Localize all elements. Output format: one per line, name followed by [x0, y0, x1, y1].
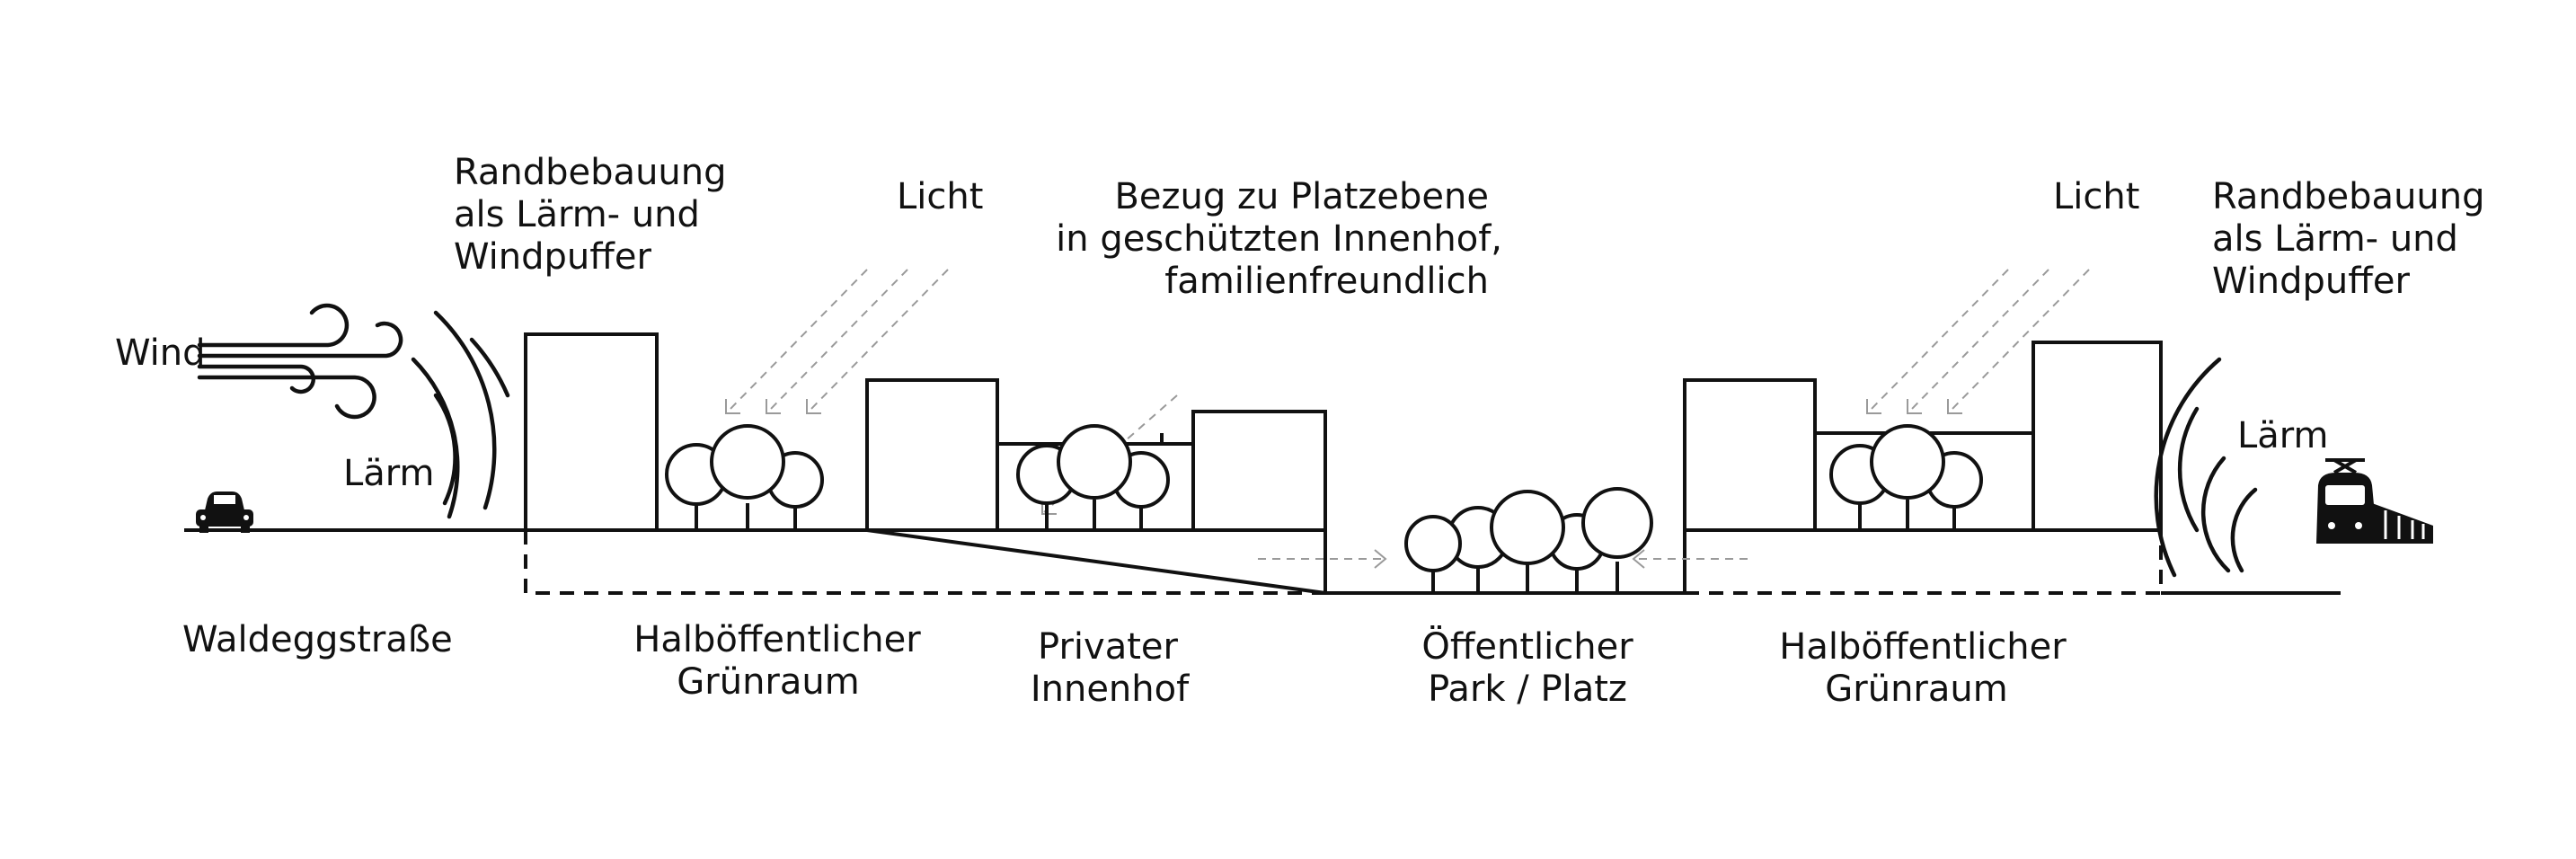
building-courtyard-left: [865, 378, 999, 532]
building-courtyard-right: [1191, 410, 1327, 532]
green-left-label-line2: Grünraum: [677, 661, 859, 703]
park-label-line1: Öffentlicher: [1421, 624, 1633, 668]
tree-icon: [665, 424, 824, 530]
top-right-label-line1: Randbebauung: [2212, 176, 2485, 217]
top-left-label-line1: Randbebauung: [454, 152, 727, 193]
park-label-line2: Park / Platz: [1428, 669, 1627, 710]
sound-wave-icon: [2154, 357, 2258, 578]
laerm-left-label: Lärm: [343, 453, 435, 494]
court-label-line1: Privater: [1038, 626, 1178, 668]
tree-icon: [1829, 424, 1983, 530]
top-left-label-line3: Windpuffer: [454, 236, 651, 278]
wind-icon: [197, 303, 403, 420]
green-right-label-line1: Halböffentlicher: [1779, 626, 2067, 668]
light-right-label: Licht: [2053, 176, 2139, 217]
tree-icon: [1016, 424, 1170, 530]
buildings: [524, 332, 2163, 532]
light-ray-icon: [1866, 269, 2090, 414]
sound-wave-icon: [411, 310, 510, 519]
street-label: Waldeggstraße: [182, 619, 453, 660]
bezug-label-line1: Bezug zu Platzebene: [1114, 176, 1489, 217]
building-right-left: [1683, 378, 1817, 532]
light-left-label: Licht: [897, 176, 983, 217]
train-icon: [2316, 458, 2433, 544]
tree-icon: [1404, 487, 1653, 593]
wind-label: Wind: [115, 332, 206, 374]
light-ray-icon: [725, 269, 949, 414]
top-right-label-line3: Windpuffer: [2212, 261, 2410, 302]
labels: Randbebauung als Lärm- und Windpuffer Li…: [115, 152, 2485, 710]
court-label-line2: Innenhof: [1031, 669, 1190, 710]
top-right-label-line2: als Lärm- und: [2212, 218, 2458, 260]
green-left-label-line1: Halböffentlicher: [633, 619, 921, 660]
building-right-tall: [2032, 341, 2163, 532]
building-left-tall: [524, 332, 659, 532]
car-icon: [196, 491, 253, 533]
laerm-right-label: Lärm: [2237, 415, 2329, 456]
top-left-label-line2: als Lärm- und: [454, 194, 700, 235]
bezug-label-line2: in geschützten Innenhof,: [1056, 218, 1502, 260]
green-right-label-line2: Grünraum: [1825, 669, 2007, 710]
connection-arrows: [1258, 549, 1748, 569]
bezug-label-line3: familienfreundlich: [1164, 261, 1489, 302]
